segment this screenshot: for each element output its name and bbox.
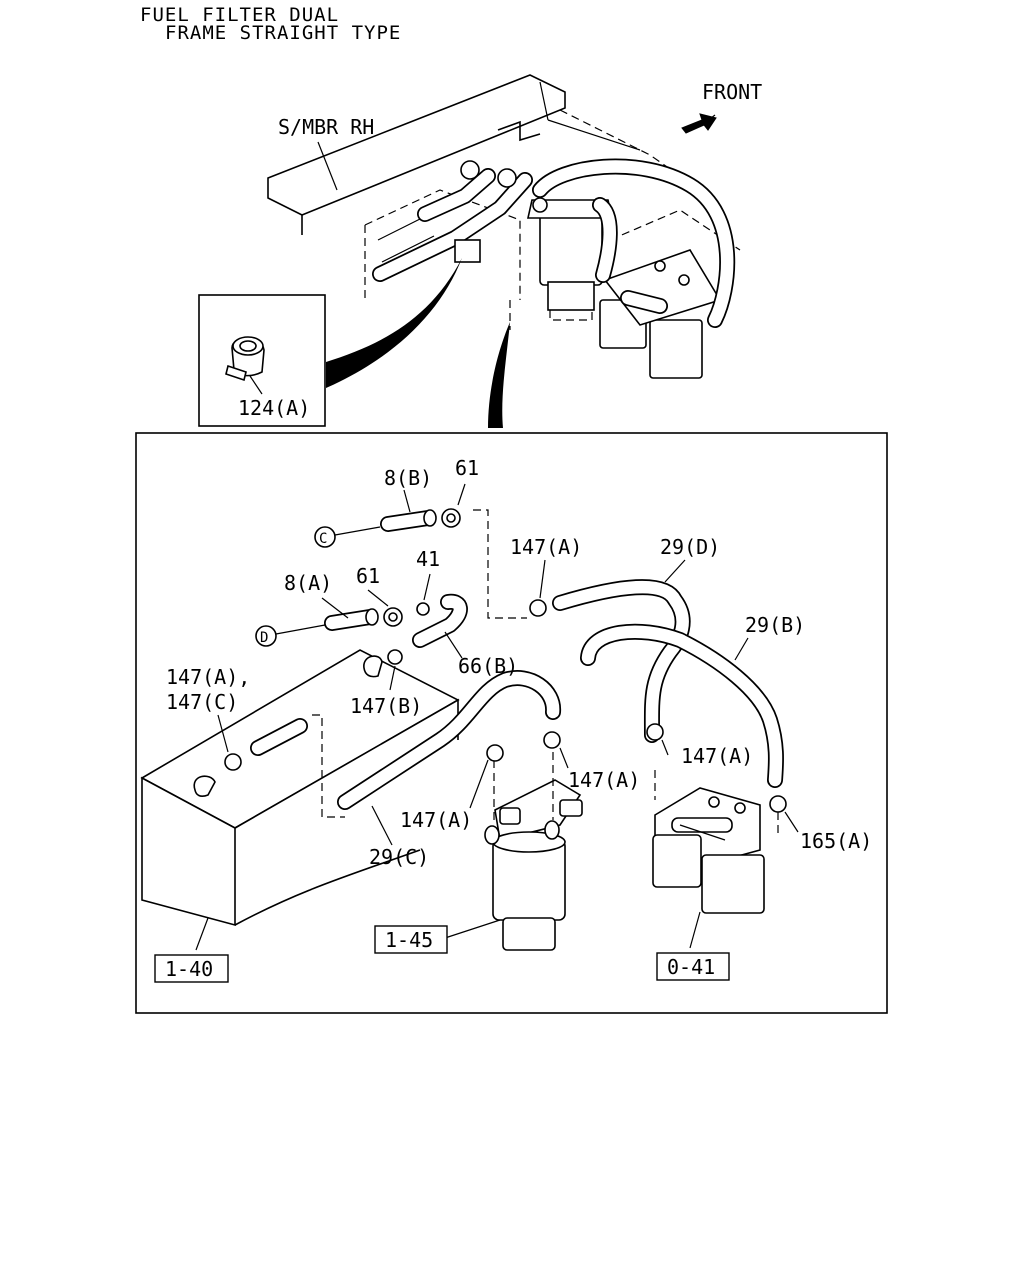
fuel-tank <box>140 649 460 927</box>
exploded-view-frame <box>135 432 888 1014</box>
callout-wedge-inset <box>326 258 462 388</box>
front-label: FRONT <box>702 80 762 104</box>
callout-165a: 165(A) <box>800 829 872 853</box>
connector-c-label: C <box>319 531 327 547</box>
ref-box-filter-dual <box>656 952 730 981</box>
callout-61-mid: 61 <box>356 564 380 588</box>
ref-filter-single: 1-45 <box>385 928 433 952</box>
connector-d <box>255 624 326 647</box>
diagram-title-line1: FUEL FILTER DUAL <box>140 4 339 26</box>
callout-147ac-line1: 147(A), <box>166 665 250 689</box>
callout-147a-right: 147(A) <box>681 744 753 768</box>
member-label: S/MBR RH <box>278 115 374 139</box>
callout-8b: 8(B) <box>384 466 432 490</box>
callout-66b: 66(B) <box>458 654 518 678</box>
hoses <box>250 509 784 810</box>
connector-d-label: D <box>260 630 268 646</box>
leader-lines <box>195 483 799 951</box>
routing-line-upper <box>473 509 527 619</box>
callout-61-top: 61 <box>455 456 479 480</box>
callout-wedge-main <box>488 322 510 428</box>
diagram-title-line2: FRAME STRAIGHT TYPE <box>165 22 401 44</box>
callout-29c: 29(C) <box>369 845 429 869</box>
fuel-filter-dual <box>652 770 779 914</box>
part-label-124a: 124(A) <box>238 396 310 420</box>
routing-line-lower <box>312 714 345 818</box>
callout-147ac-line2: 147(C) <box>166 690 238 714</box>
callout-29b: 29(B) <box>745 613 805 637</box>
callout-147a-mid: 147(A) <box>568 768 640 792</box>
callout-147b: 147(B) <box>350 694 422 718</box>
clip-124a-part <box>225 336 265 395</box>
callout-147a-low: 147(A) <box>400 808 472 832</box>
ref-box-tank <box>154 954 229 983</box>
clamps <box>224 508 787 813</box>
ref-tank: 1-40 <box>165 957 213 981</box>
ref-box-filter-single <box>374 925 448 954</box>
callout-41: 41 <box>416 547 440 571</box>
ref-filter-dual: 0-41 <box>667 955 715 979</box>
fuel-filter-single <box>484 752 583 951</box>
callout-29d: 29(D) <box>660 535 720 559</box>
connector-c <box>314 526 381 548</box>
overview-drawing <box>267 74 741 379</box>
inset-frame <box>198 294 326 427</box>
callout-8a: 8(A) <box>284 571 332 595</box>
callout-147a-top: 147(A) <box>510 535 582 559</box>
